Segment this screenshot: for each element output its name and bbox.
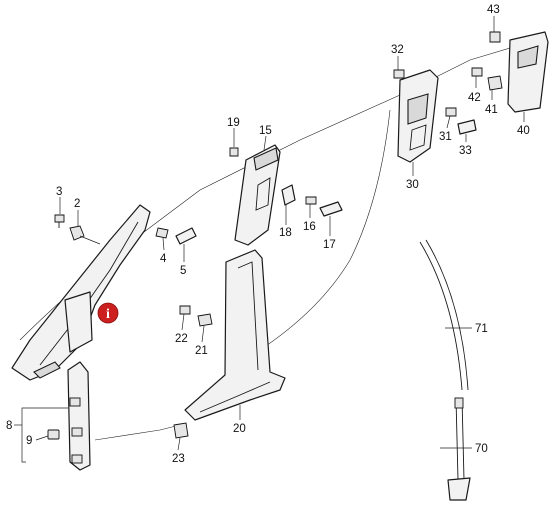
callout-18: 18 <box>279 227 292 239</box>
callout-71: 71 <box>475 323 488 335</box>
leader-lines <box>59 16 525 451</box>
seal-strips <box>419 239 471 501</box>
callout-32: 32 <box>391 44 404 56</box>
callout-8: 8 <box>6 420 12 432</box>
c-pillar-trim <box>397 69 439 163</box>
callout-30: 30 <box>406 179 419 191</box>
fasteners-21-22 <box>179 305 213 327</box>
fasteners-16-17-19 <box>229 147 343 217</box>
clip-9 <box>47 429 60 440</box>
callout-9: 9 <box>26 435 32 447</box>
callout-5: 5 <box>180 265 186 277</box>
lower-a-pillar-trim <box>67 361 91 471</box>
callout-2: 2 <box>74 198 80 210</box>
callout-4: 4 <box>160 253 167 265</box>
fasteners-31-32-33 <box>393 69 477 135</box>
callout-15: 15 <box>259 125 272 137</box>
callout-40: 40 <box>517 125 530 137</box>
callout-33: 33 <box>459 145 472 157</box>
bracket-8 <box>14 407 68 463</box>
callout-16: 16 <box>303 221 316 233</box>
callout-31: 31 <box>439 131 452 143</box>
info-badge[interactable]: i <box>97 302 119 324</box>
callout-41: 41 <box>485 104 498 116</box>
d-pillar-trim <box>471 31 549 113</box>
b-pillar-upper-trim <box>234 144 296 246</box>
callout-21: 21 <box>195 345 208 357</box>
callout-17: 17 <box>323 239 336 251</box>
fasteners-2-3 <box>54 214 101 245</box>
callout-42: 42 <box>468 92 481 104</box>
info-icon: i <box>106 307 110 322</box>
clip-23 <box>173 422 189 439</box>
fasteners-4-5 <box>155 227 197 245</box>
callout-19: 19 <box>227 117 240 129</box>
callout-3: 3 <box>56 186 62 198</box>
callout-22: 22 <box>175 333 188 345</box>
b-pillar-lower-trim <box>184 249 286 421</box>
callout-20: 20 <box>233 423 246 435</box>
callout-43: 43 <box>487 4 500 16</box>
callout-labels: 3 2 4 5 19 15 18 16 17 32 43 42 41 40 31… <box>6 4 530 465</box>
a-pillar-trim <box>11 204 151 381</box>
callout-70: 70 <box>475 443 488 455</box>
callout-23: 23 <box>172 453 185 465</box>
